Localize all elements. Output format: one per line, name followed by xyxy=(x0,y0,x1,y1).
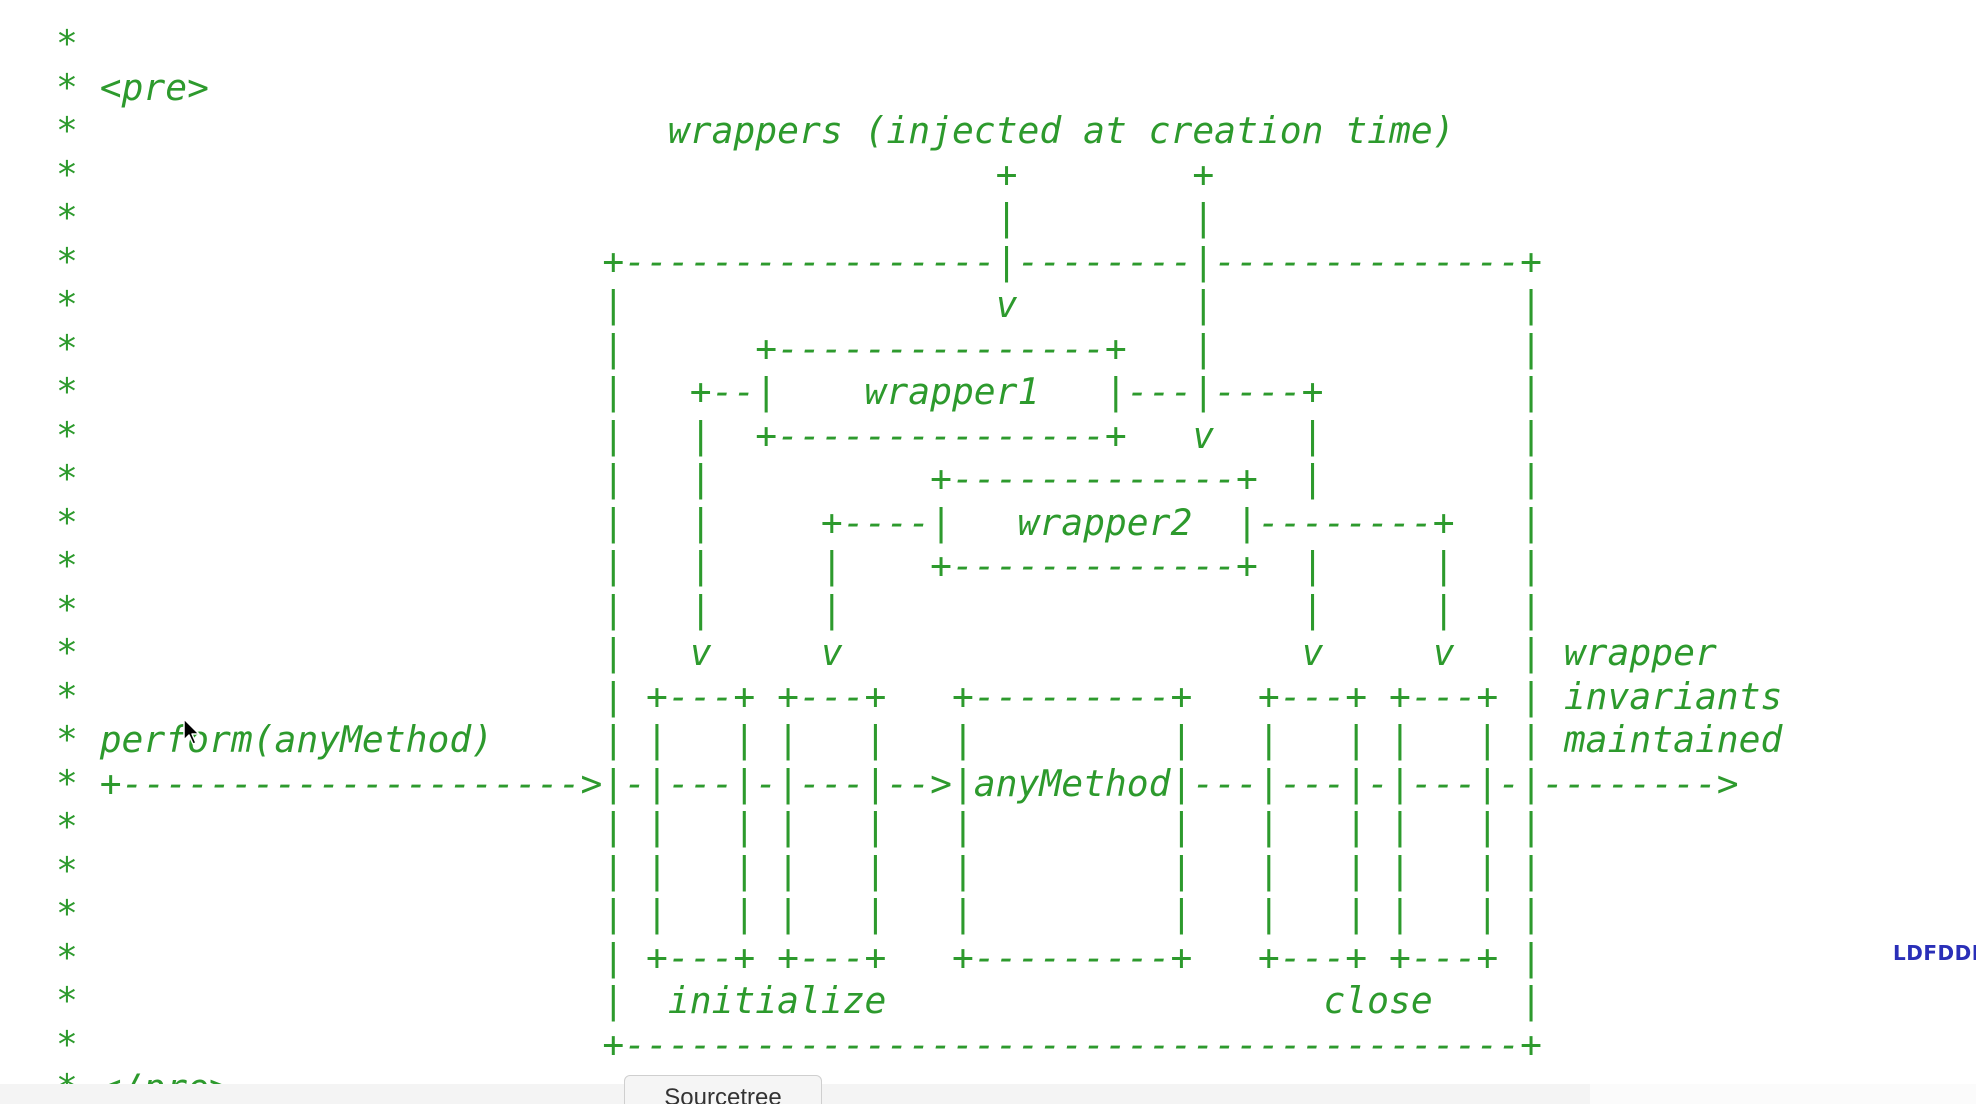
code-line: * perform(anyMethod) | | | | | | | | | |… xyxy=(56,718,1783,761)
code-line: * | v | | xyxy=(56,283,1542,326)
code-line: * +-----------------|--------|----------… xyxy=(56,239,1542,283)
code-line: * | +---+ +---+ +---------+ +---+ +---+ … xyxy=(56,935,1542,979)
code-line: * | +---------------+ | | xyxy=(56,326,1542,370)
code-line: * <pre> xyxy=(56,65,209,109)
code-line: * | initialize close | xyxy=(56,979,1542,1022)
code-line: * | | +-------------+ | | xyxy=(56,457,1542,500)
code-line: * | | | | | | | | | | | | xyxy=(56,805,1542,848)
code-line: * | +--| wrapper1 |---|----+ | xyxy=(56,370,1542,413)
code-line: * | | xyxy=(56,196,1215,239)
watermark-text: LDFDDI xyxy=(1893,941,1976,965)
code-line: * | | +----| wrapper2 |--------+ | xyxy=(56,500,1542,544)
code-line: * | | | | | | | | | | | | xyxy=(56,892,1542,935)
doc-comment-code-block: ** <pre>* wrappers (injected at creation… xyxy=(56,22,1782,1104)
code-line: * | | | | | | xyxy=(56,587,1542,631)
sourcetree-taskbar-button[interactable]: Sourcetree xyxy=(624,1075,822,1104)
code-line: * xyxy=(56,22,78,65)
taskbar-right-area xyxy=(1590,1084,1976,1104)
code-line: * | | | | | | | | | | | | xyxy=(56,848,1542,892)
code-line: * | | | +-------------+ | | | xyxy=(56,544,1542,587)
taskbar xyxy=(0,1084,1976,1104)
code-line: * +--------------------->|-|---|-|---|--… xyxy=(56,761,1739,805)
code-line: * | | +---------------+ v | | xyxy=(56,413,1542,457)
code-line: * | +---+ +---+ +---------+ +---+ +---+ … xyxy=(56,674,1783,718)
code-line: * | v v v v | wrapper xyxy=(56,631,1717,674)
code-line: * +-------------------------------------… xyxy=(56,1022,1542,1066)
code-line: * wrappers (injected at creation time) xyxy=(56,109,1455,152)
code-line: * + + xyxy=(56,152,1215,196)
mouse-pointer-icon xyxy=(183,718,200,745)
